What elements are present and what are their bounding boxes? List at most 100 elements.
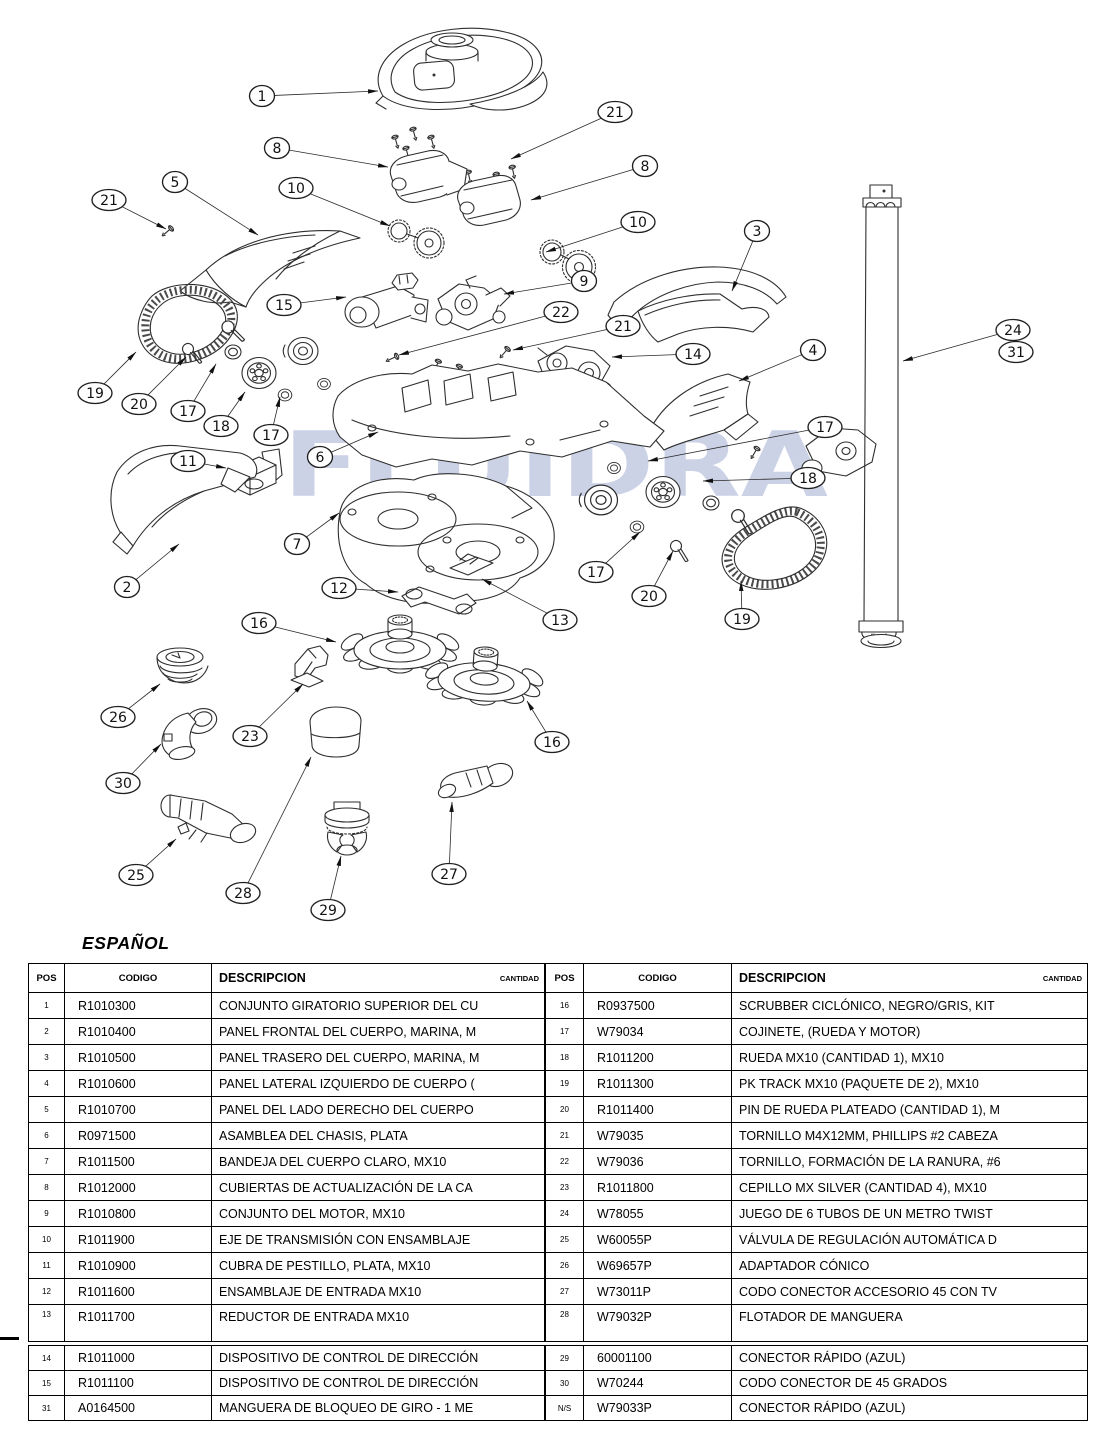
callout-circle	[790, 466, 826, 490]
callout-circle	[620, 210, 656, 234]
callout-circle	[799, 338, 827, 362]
callout-7: 7	[283, 512, 340, 556]
callout-circle	[724, 607, 760, 631]
callout-26: 26	[100, 683, 161, 729]
callout-number: 1	[258, 89, 267, 105]
leader-line	[605, 531, 641, 564]
callout-21: 21	[510, 100, 633, 160]
callout-15: 15	[266, 293, 347, 317]
callout-17: 17	[170, 363, 217, 423]
cell-codigo: A0164500	[64, 1395, 212, 1421]
callout-circle	[306, 445, 334, 469]
cell-desc: PANEL FRONTAL DEL CUERPO, MARINA, M	[211, 1018, 545, 1045]
callout-1: 1	[248, 84, 379, 108]
callout-27: 27	[431, 801, 467, 886]
callout-10: 10	[545, 210, 656, 253]
cell-codigo: R1010600	[64, 1070, 212, 1097]
cell-codigo: W79036	[583, 1148, 732, 1175]
leader-line	[184, 188, 259, 236]
cell-desc: ENSAMBLAJE DE ENTRADA MX10	[211, 1278, 545, 1305]
leader-line	[330, 431, 379, 453]
cell-pos: 19	[545, 1070, 584, 1097]
callout-number: 17	[179, 404, 197, 420]
exploded-diagram: FLUIDRA	[77, 27, 1034, 922]
table-header-row: POS CODIGO DESCRIPCION CANTIDAD	[28, 963, 545, 993]
cell-pos: 22	[545, 1148, 584, 1175]
cantidad-label: CANTIDAD	[499, 973, 539, 983]
callout-19: 19	[724, 580, 760, 631]
callout-number: 12	[330, 581, 348, 597]
callout-number: 29	[319, 903, 337, 919]
cell-codigo: R1011100	[64, 1370, 212, 1396]
callout-8: 8	[530, 154, 659, 201]
part-drawings	[110, 27, 904, 856]
callout-circle	[321, 576, 357, 600]
callout-number: 19	[86, 386, 104, 402]
callout-21: 21	[91, 188, 167, 230]
cell-desc: DISPOSITIVO DE CONTROL DE DIRECCIÓN	[211, 1370, 545, 1396]
cell-desc: RUEDA MX10 (CANTIDAD 1), MX10	[731, 1044, 1088, 1071]
cell-pos: 24	[545, 1200, 584, 1227]
callout-circle	[278, 176, 314, 200]
callout-16: 16	[526, 700, 570, 754]
cell-codigo: W79033P	[583, 1395, 732, 1421]
leader-line	[653, 550, 674, 587]
leader-line	[103, 351, 137, 385]
callout-number: 18	[212, 419, 230, 435]
leader-line	[131, 743, 162, 775]
leader-line	[274, 89, 379, 96]
callout-circle	[118, 863, 154, 887]
callout-circle	[570, 269, 598, 293]
cell-desc: ASAMBLEA DEL CHASIS, PLATA	[211, 1122, 545, 1149]
cell-desc: CONECTOR RÁPIDO (AZUL)	[731, 1395, 1088, 1421]
cell-codigo: R1010900	[64, 1252, 212, 1279]
cell-desc: PANEL DEL LADO DERECHO DEL CUERPO	[211, 1096, 545, 1123]
cell-pos: 31	[28, 1395, 65, 1421]
callout-circle	[253, 423, 289, 447]
callout-circle	[431, 862, 467, 886]
callout-number: 27	[440, 867, 458, 883]
cell-desc: PK TRACK MX10 (PAQUETE DE 2), MX10	[731, 1070, 1088, 1097]
cell-desc: ADAPTADOR CÓNICO	[731, 1252, 1088, 1279]
callout-17: 17	[647, 415, 843, 462]
callout-number: 17	[262, 428, 280, 444]
cell-desc: JUEGO DE 6 TUBOS DE UN METRO TWIST	[731, 1200, 1088, 1227]
cell-pos: 17	[545, 1018, 584, 1045]
cell-desc: PIN DE RUEDA PLATEADO (CANTIDAD 1), M	[731, 1096, 1088, 1123]
callout-number: 3	[753, 224, 762, 240]
callout-4: 4	[738, 338, 827, 382]
callout-number: 8	[641, 159, 650, 175]
callout-number: 16	[250, 616, 268, 632]
callout-number: 24	[1004, 323, 1022, 339]
cell-pos: 1	[28, 992, 65, 1019]
callout-circle	[631, 584, 667, 608]
leader-line	[481, 578, 548, 614]
callout-number: 2	[123, 580, 132, 596]
cell-pos: 8	[28, 1174, 65, 1201]
callout-11: 11	[170, 449, 227, 473]
callout-22: 22	[398, 300, 579, 356]
cell-codigo: R1010700	[64, 1096, 212, 1123]
callout-16: 16	[241, 611, 337, 643]
callout-number: 31	[1007, 345, 1025, 361]
callout-12: 12	[321, 576, 399, 600]
callout-circle	[100, 705, 136, 729]
cell-desc: CONECTOR RÁPIDO (AZUL)	[731, 1345, 1088, 1371]
callout-circle	[310, 898, 346, 922]
callout-circle	[263, 136, 291, 160]
callout-circle	[91, 188, 127, 212]
callout-circle	[675, 342, 711, 366]
page-edge-divider	[0, 1337, 19, 1340]
cell-pos: 14	[28, 1345, 65, 1371]
callout-28: 28	[225, 756, 312, 905]
leader-line	[530, 169, 634, 201]
leader-line	[121, 206, 167, 230]
callout-20: 20	[121, 356, 187, 416]
